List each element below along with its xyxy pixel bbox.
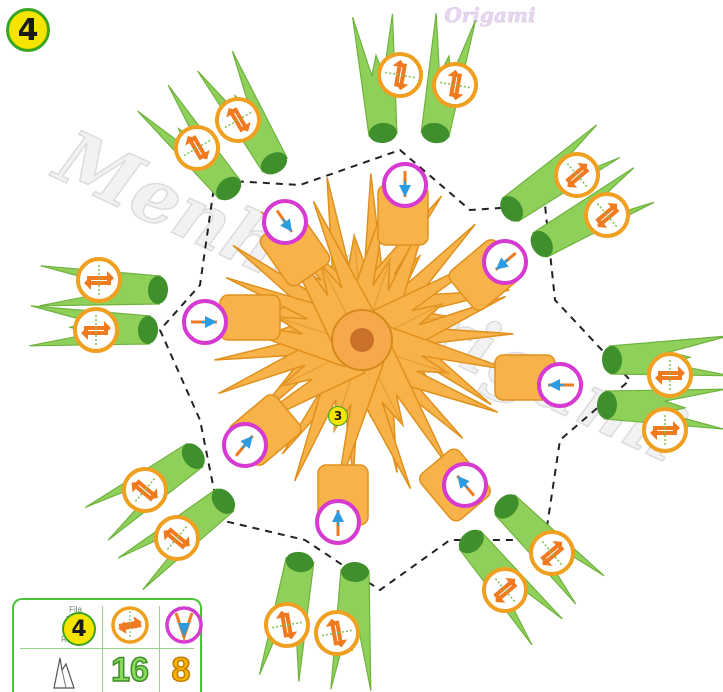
center-row-label: 3 [328,406,348,426]
swap-arrows-icon [78,259,120,301]
orange-unit-count: 8 [160,650,202,690]
swap-arrows-icon [649,354,691,396]
swap-arrows-icon [75,309,117,351]
swap-arrows-icon [110,605,150,645]
watermark-small: Origami [444,3,535,27]
legend-row-number: 4 [71,617,86,642]
legend-row-badge: 4 [62,612,96,646]
insert-arrow-icon [317,501,359,543]
legend-divider [20,648,194,649]
step-number: 4 [18,13,39,48]
insert-arrow-icon [164,605,204,645]
green-unit-count: 16 [102,650,158,690]
step-number-badge: 4 [6,8,50,52]
swap-arrows-icon [644,409,686,451]
insert-arrow-icon [384,164,426,206]
legend-box: Fila Row Ligne Reihe 4 16 8 [12,598,202,692]
insert-arrow-icon [539,364,581,406]
insert-arrow-icon [184,301,226,343]
center-row-label-text: 3 [334,409,342,423]
paper-unit-icon [44,654,84,692]
